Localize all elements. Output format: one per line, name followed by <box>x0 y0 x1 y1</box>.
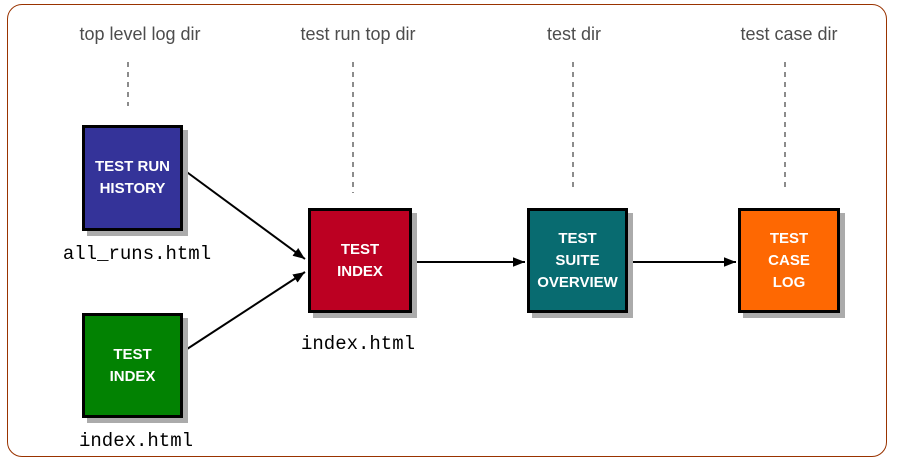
node-label-line: HISTORY <box>99 180 166 197</box>
file-label-index-html-test-run: index.html <box>300 333 416 355</box>
node-label-line: OVERVIEW <box>537 273 618 291</box>
diagram-border <box>7 4 887 457</box>
node-label-line: TEST <box>113 345 152 363</box>
node-label-line: TEST <box>558 229 597 247</box>
node-test-run-index: TEST INDEX <box>308 208 412 313</box>
file-label-all-runs-html: all_runs.html <box>62 243 212 265</box>
node-label-line: TEST <box>340 240 380 258</box>
node-label-line: CASE <box>768 251 810 269</box>
node-top-level-test-index: TEST INDEX <box>82 313 183 418</box>
column-header-test-case-dir: test case dir <box>740 24 838 44</box>
node-label-line: INDEX <box>337 262 383 280</box>
node-test-suite-overview: TEST SUITE OVERVIEW <box>527 208 628 313</box>
node-label-line: TEST RUN <box>95 158 170 175</box>
node-label-line: LOG <box>772 273 806 291</box>
column-header-test-run-top-dir: test run top dir <box>300 24 416 44</box>
node-label-line: TEST <box>769 229 809 247</box>
column-header-test-dir: test dir <box>546 24 602 44</box>
node-label-line: SUITE <box>555 251 600 269</box>
node-test-run-history: TEST RUN HISTORY <box>82 125 183 231</box>
node-label-line: INDEX <box>109 367 156 385</box>
node-test-case-log: TEST CASE LOG <box>738 208 840 313</box>
column-header-top-level-log-dir: top level log dir <box>79 24 201 44</box>
file-label-index-html-top-level: index.html <box>78 430 194 452</box>
